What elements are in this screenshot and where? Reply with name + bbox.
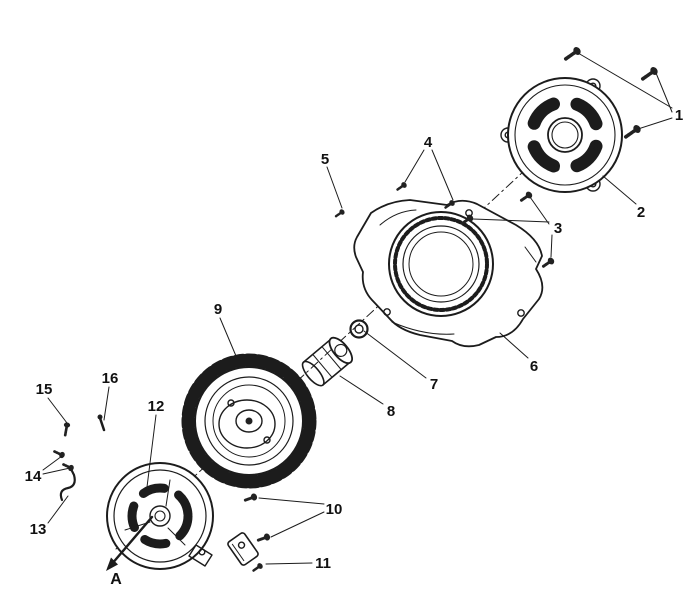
callout-9: 9 [214,301,222,318]
callout-3: 3 [554,220,562,237]
small-pin [97,414,106,432]
callout-a: A [110,571,122,588]
callout-7: 7 [430,376,438,393]
callout-labels: 1 2 3 4 5 6 7 8 9 10 11 12 13 14 15 16 A [25,107,684,588]
callout-11: 11 [315,555,331,572]
callout-15: 15 [36,381,53,398]
small-screw-5 [332,207,347,221]
callout-2: 2 [637,204,645,221]
callout-13: 13 [30,521,47,538]
callout-4: 4 [424,134,433,151]
callout-1: 1 [675,107,683,124]
spring-clip [59,467,76,502]
ratchet-pawl [227,532,266,575]
fan-shroud [353,199,544,348]
leader-lines [42,52,673,565]
end-cover-plate [500,77,623,193]
washer [349,319,369,339]
plate-screws [241,491,273,546]
starter-cup [301,336,354,387]
callout-12: 12 [148,398,165,415]
callout-8: 8 [387,403,395,420]
callout-10: 10 [326,501,343,518]
flywheel [181,353,317,489]
direction-arrow-a [106,515,154,571]
starter-back-plate [106,462,214,570]
callout-6: 6 [530,358,538,375]
callout-16: 16 [102,370,119,387]
small-screw-15 [60,420,72,438]
callout-5: 5 [321,151,329,168]
callout-14: 14 [25,468,42,485]
